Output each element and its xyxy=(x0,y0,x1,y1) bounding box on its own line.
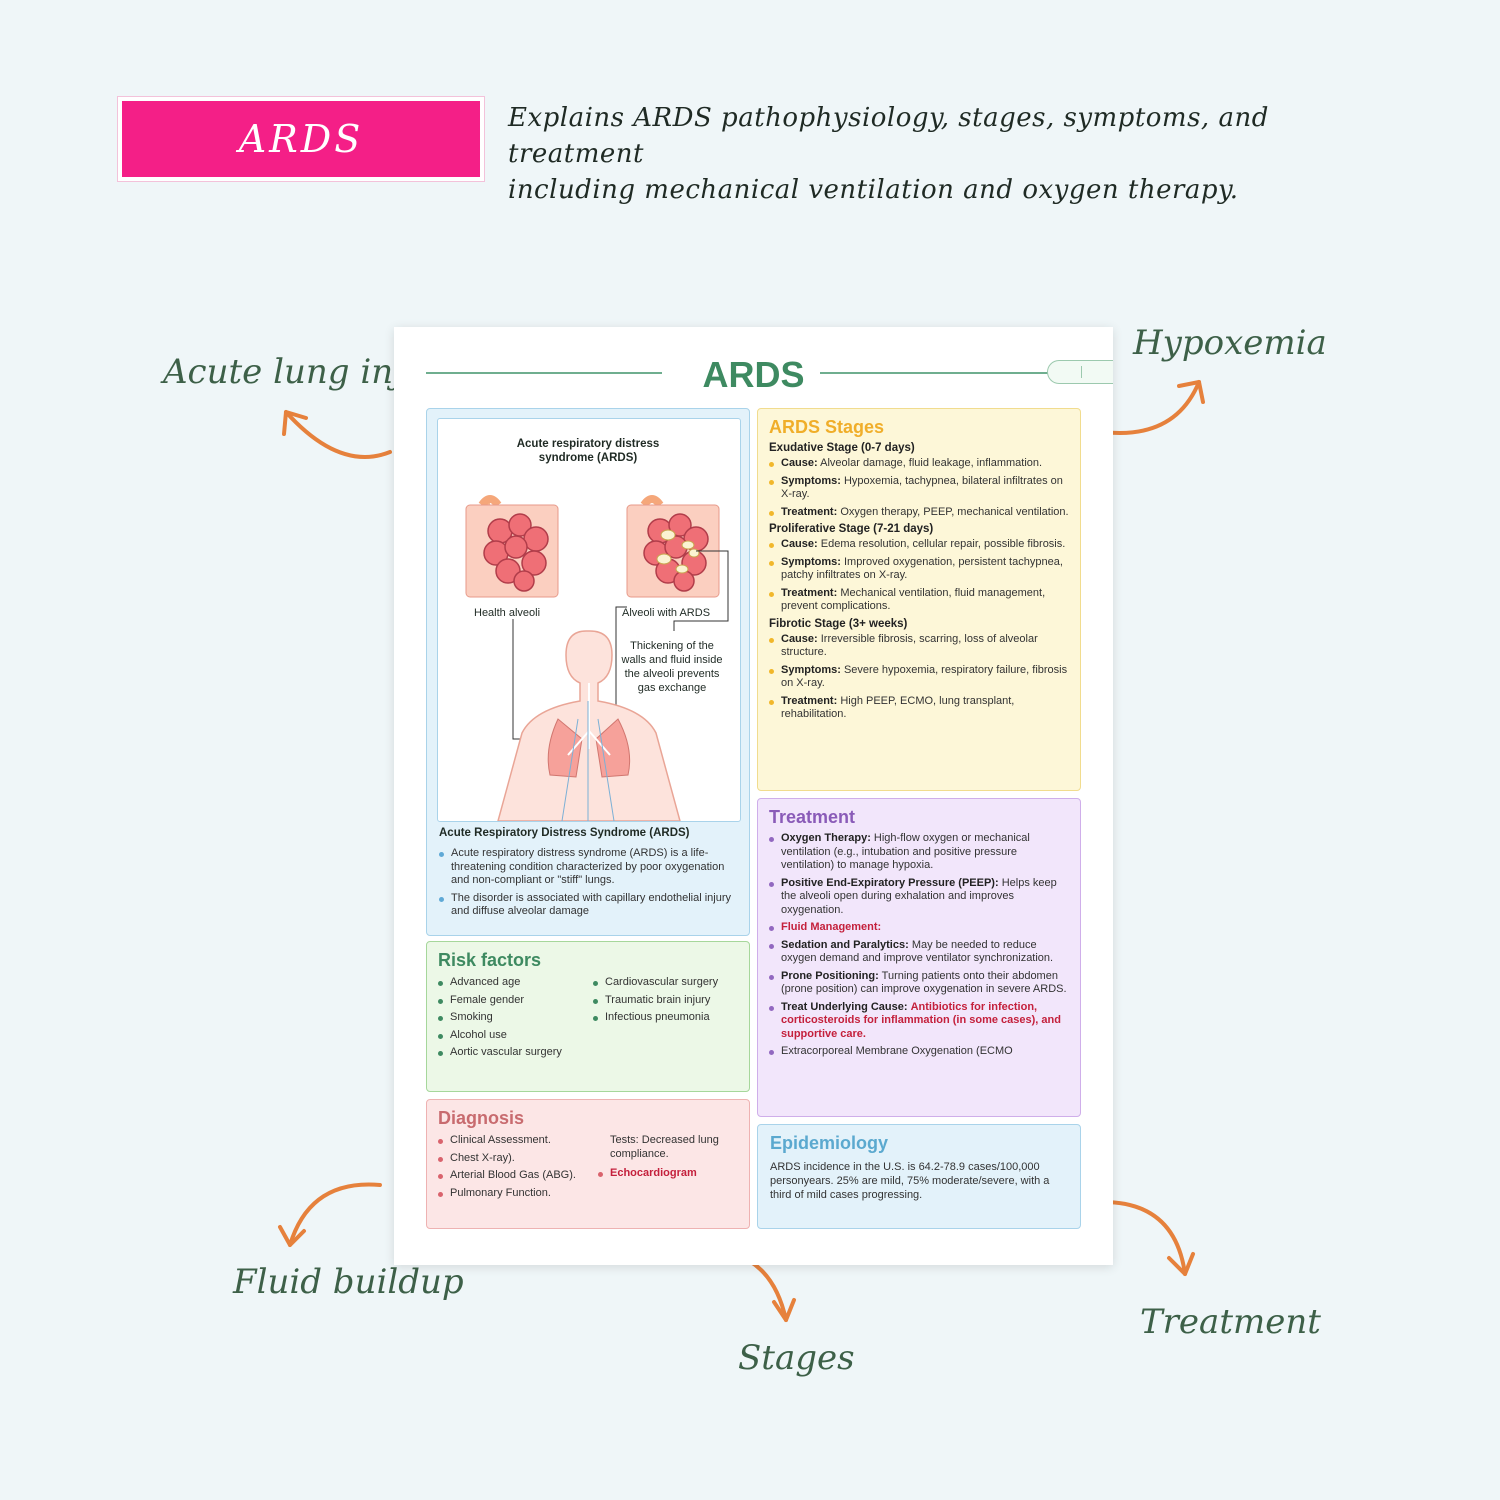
treatment-list: Oxygen Therapy: High-flow oxygen or mech… xyxy=(769,832,1069,1059)
illustration-box: Acute respiratory distress syndrome (ARD… xyxy=(437,418,741,822)
treatment-item: Fluid Management: xyxy=(769,921,1069,935)
stage-item: Cause: Alveolar damage, fluid leakage, i… xyxy=(769,457,1069,471)
stage-item: Treatment: Oxygen therapy, PEEP, mechani… xyxy=(769,506,1069,520)
treatment-item: Positive End-Expiratory Pressure (PEEP):… xyxy=(769,877,1069,918)
title-line-right xyxy=(820,372,1050,374)
stage-item: Symptoms: Severe hypoxemia, respiratory … xyxy=(769,664,1069,691)
overview-item: Acute respiratory distress syndrome (ARD… xyxy=(439,847,737,888)
sheet-title: ARDS xyxy=(702,354,805,395)
arrow-hypoxemia-icon xyxy=(1101,380,1205,435)
proliferative-title: Proliferative Stage (7-21 days) xyxy=(769,523,934,535)
callout-stages: Stages xyxy=(738,1338,855,1378)
risk-factors-list-1: Advanced age Female gender Smoking Alcoh… xyxy=(438,976,578,1064)
proliferative-list: Cause: Edema resolution, cellular repair… xyxy=(769,538,1069,614)
risk-factor-item: Cardiovascular surgery xyxy=(593,976,743,990)
callout-hypoxemia: Hypoxemia xyxy=(1133,323,1327,363)
risk-factor-item: Traumatic brain injury xyxy=(593,994,743,1008)
stages-title: ARDS Stages xyxy=(769,417,885,437)
intro-line-1: Explains ARDS pathophysiology, stages, s… xyxy=(508,103,1269,169)
stage-item: Treatment: Mechanical ventilation, fluid… xyxy=(769,587,1069,614)
topic-tag: ARDS xyxy=(118,97,484,181)
overview-list: Acute respiratory distress syndrome (ARD… xyxy=(439,847,737,923)
stages-panel: ARDS Stages Exudative Stage (0-7 days) C… xyxy=(757,408,1081,791)
stage-item: Cause: Irreversible fibrosis, scarring, … xyxy=(769,633,1069,660)
epidemiology-title: Epidemiology xyxy=(770,1133,889,1153)
stage-item: Treatment: High PEEP, ECMO, lung transpl… xyxy=(769,695,1069,722)
intro-text: Explains ARDS pathophysiology, stages, s… xyxy=(508,100,1368,208)
diagnosis-item: Arterial Blood Gas (ABG). xyxy=(438,1169,578,1183)
risk-factor-item: Alcohol use xyxy=(438,1029,578,1043)
stage-item: Symptoms: Hypoxemia, tachypnea, bilatera… xyxy=(769,475,1069,502)
overview-panel: Acute respiratory distress syndrome (ARD… xyxy=(426,408,750,936)
callout-treatment: Treatment xyxy=(1140,1302,1321,1342)
risk-factor-item: Infectious pneumonia xyxy=(593,1011,743,1025)
ards-note: Thickening of the walls and fluid inside… xyxy=(621,640,723,694)
risk-factors-panel: Risk factors Advanced age Female gender … xyxy=(426,941,750,1092)
diagnosis-item: Echocardiogram xyxy=(598,1167,744,1181)
treatment-item: Extracorporeal Membrane Oxygenation (ECM… xyxy=(769,1045,1069,1059)
diagnosis-list-2: Echocardiogram xyxy=(598,1167,744,1185)
diagnosis-tests-text: Tests: Decreased lung compliance. xyxy=(610,1134,719,1160)
stage-item: Symptoms: Improved oxygenation, persiste… xyxy=(769,556,1069,583)
sheet-tab-decoration xyxy=(1047,360,1113,384)
arrow-acute-icon xyxy=(282,410,392,459)
arrow-treatment-icon xyxy=(1101,1200,1195,1276)
fibrotic-list: Cause: Irreversible fibrosis, scarring, … xyxy=(769,633,1069,722)
risk-factor-item: Female gender xyxy=(438,994,578,1008)
diagnosis-item: Clinical Assessment. xyxy=(438,1134,578,1148)
risk-factor-item: Smoking xyxy=(438,1011,578,1025)
diagnosis-item: Pulmonary Function. xyxy=(438,1187,578,1201)
treatment-item: Sedation and Paralytics: May be needed t… xyxy=(769,939,1069,966)
illustration-heading: Acute respiratory distress syndrome (ARD… xyxy=(516,438,660,464)
healthy-alveoli-label: Health alveoli xyxy=(474,607,541,619)
overview-item: The disorder is associated with capillar… xyxy=(439,892,737,919)
title-line-left xyxy=(426,372,662,374)
exudative-title: Exudative Stage (0-7 days) xyxy=(769,442,915,454)
stage-item: Cause: Edema resolution, cellular repair… xyxy=(769,538,1069,552)
risk-factors-title: Risk factors xyxy=(438,950,542,970)
overview-title: Acute Respiratory Distress Syndrome (ARD… xyxy=(439,827,690,839)
diagnosis-list-1: Clinical Assessment. Chest X-ray). Arter… xyxy=(438,1134,578,1204)
epidemiology-text: ARDS incidence in the U.S. is 64.2-78.9 … xyxy=(770,1161,1050,1201)
treatment-item: Prone Positioning: Turning patients onto… xyxy=(769,970,1069,997)
diagnosis-panel: Diagnosis Clinical Assessment. Chest X-r… xyxy=(426,1099,750,1229)
intro-line-2: including mechanical ventilation and oxy… xyxy=(508,175,1239,205)
ards-alveoli-label: Alveoli with ARDS xyxy=(622,607,711,619)
risk-factor-item: Advanced age xyxy=(438,976,578,990)
topic-tag-label: ARDS xyxy=(238,117,364,161)
epidemiology-panel: Epidemiology ARDS incidence in the U.S. … xyxy=(757,1124,1081,1229)
treatment-item: Treat Underlying Cause: Antibiotics for … xyxy=(769,1001,1069,1042)
treatment-item: Oxygen Therapy: High-flow oxygen or mech… xyxy=(769,832,1069,873)
lungs-illustration-icon xyxy=(465,495,729,821)
treatment-panel: Treatment Oxygen Therapy: High-flow oxyg… xyxy=(757,798,1081,1117)
callout-fluid-buildup: Fluid buildup xyxy=(233,1262,464,1302)
risk-factors-list-2: Cardiovascular surgery Traumatic brain i… xyxy=(593,976,743,1029)
risk-factor-item: Aortic vascular surgery xyxy=(438,1046,578,1060)
treatment-title: Treatment xyxy=(769,807,856,827)
diagnosis-item: Chest X-ray). xyxy=(438,1152,578,1166)
arrow-fluid-icon xyxy=(278,1182,382,1247)
exudative-list: Cause: Alveolar damage, fluid leakage, i… xyxy=(769,457,1069,519)
diagnosis-title: Diagnosis xyxy=(438,1108,525,1128)
fibrotic-title: Fibrotic Stage (3+ weeks) xyxy=(769,617,908,630)
